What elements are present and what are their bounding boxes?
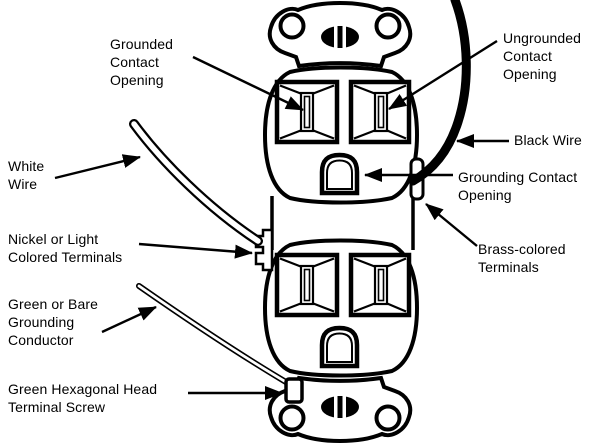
label-grounding-contact-opening: Grounding Contact Opening: [458, 169, 578, 203]
label-nickel-terminals: Nickel or Light Colored Terminals: [8, 231, 123, 265]
arrow-green-conductor: [101, 305, 157, 334]
arrow-ungrounded-contact: [388, 39, 498, 111]
label-brass-terminals: Brass-colored Terminals: [478, 241, 566, 275]
label-grounded-contact-opening: Grounded Contact Opening: [110, 36, 174, 88]
arrow-white-wire: [54, 154, 141, 180]
label-black-wire: Black Wire: [514, 132, 582, 148]
arrow-grounded-contact: [192, 55, 304, 112]
white-wire: [129, 119, 263, 246]
green-terminal-screw: [284, 377, 304, 404]
label-green-terminal-screw: Green Hexagonal Head Terminal Screw: [8, 381, 158, 415]
leader-arrows: [54, 39, 509, 400]
upper-receptacle-face: [265, 68, 417, 203]
lower-receptacle-face: [265, 241, 417, 376]
top-mounting-strap: [267, 1, 413, 68]
label-green-grounding-conductor: Green or Bare Grounding Conductor: [8, 296, 99, 348]
arrow-nickel-terminals: [138, 242, 253, 259]
bare-grounding-conductor: [136, 283, 294, 388]
arrow-brass-terminals: [425, 203, 478, 247]
black-wire: [408, 0, 471, 186]
label-white-wire: White Wire: [8, 158, 45, 192]
label-ungrounded-contact-opening: Ungrounded Contact Opening: [503, 30, 582, 82]
